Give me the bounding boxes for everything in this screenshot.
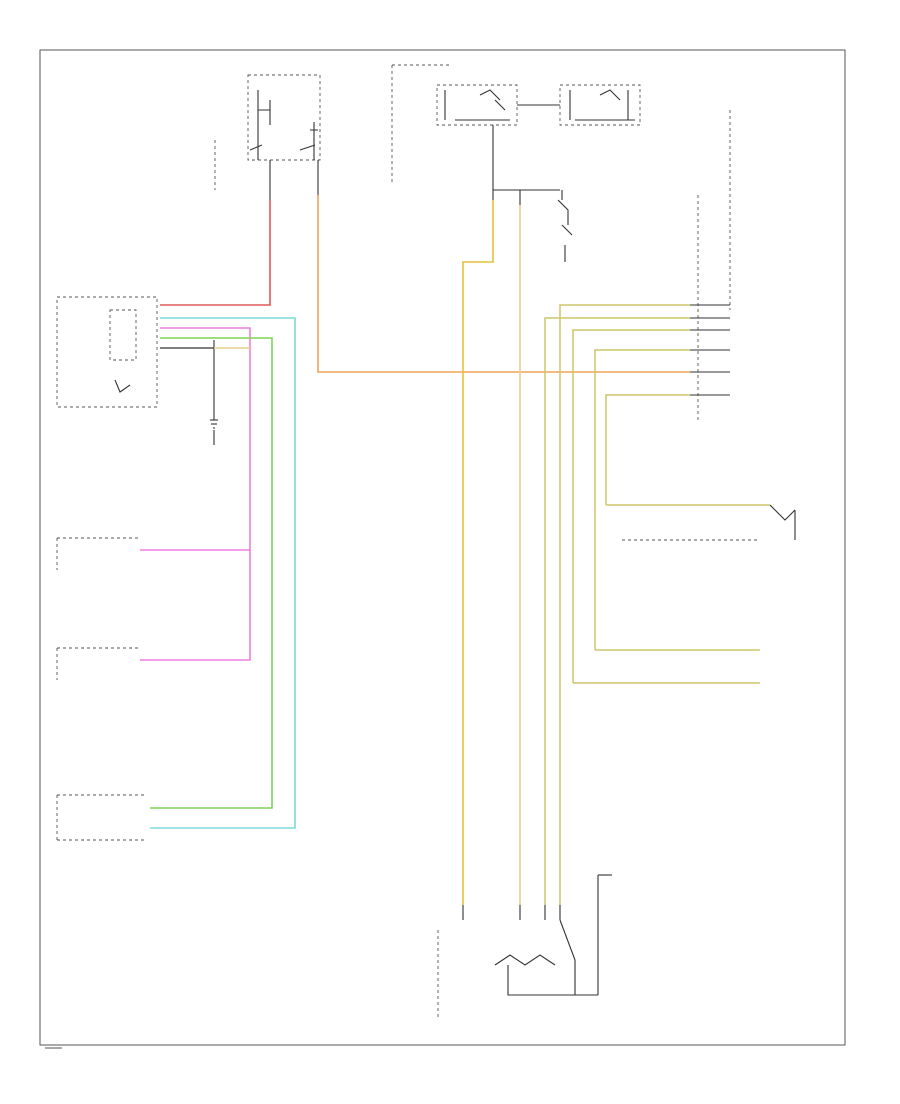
wire-orange <box>317 195 690 373</box>
wire-yellow-1 <box>462 200 494 905</box>
top-center-relays <box>391 64 641 262</box>
left-switch-block-2 <box>56 647 138 680</box>
wire-olive-5 <box>594 349 690 650</box>
left-control-module <box>56 296 158 408</box>
wire-green <box>150 337 273 809</box>
left-switch-block-3 <box>56 794 145 841</box>
right-connector-pins <box>690 304 730 396</box>
wire-olive-7 <box>605 394 690 505</box>
wire-cyan <box>150 317 296 829</box>
right-switch <box>622 504 796 541</box>
left-switch-block-1 <box>56 537 138 570</box>
bottom-switch-assembly <box>437 874 612 1020</box>
wire-olive-2 <box>559 304 690 905</box>
top-left-relay <box>214 74 321 200</box>
diagram-frame <box>39 49 846 1046</box>
wire-olive-1 <box>544 317 690 905</box>
ground-symbol <box>210 340 218 445</box>
top-right-connector <box>697 110 731 420</box>
wire-red <box>160 200 271 306</box>
wire-pink <box>140 327 251 661</box>
wire-olive-3 <box>572 329 690 683</box>
